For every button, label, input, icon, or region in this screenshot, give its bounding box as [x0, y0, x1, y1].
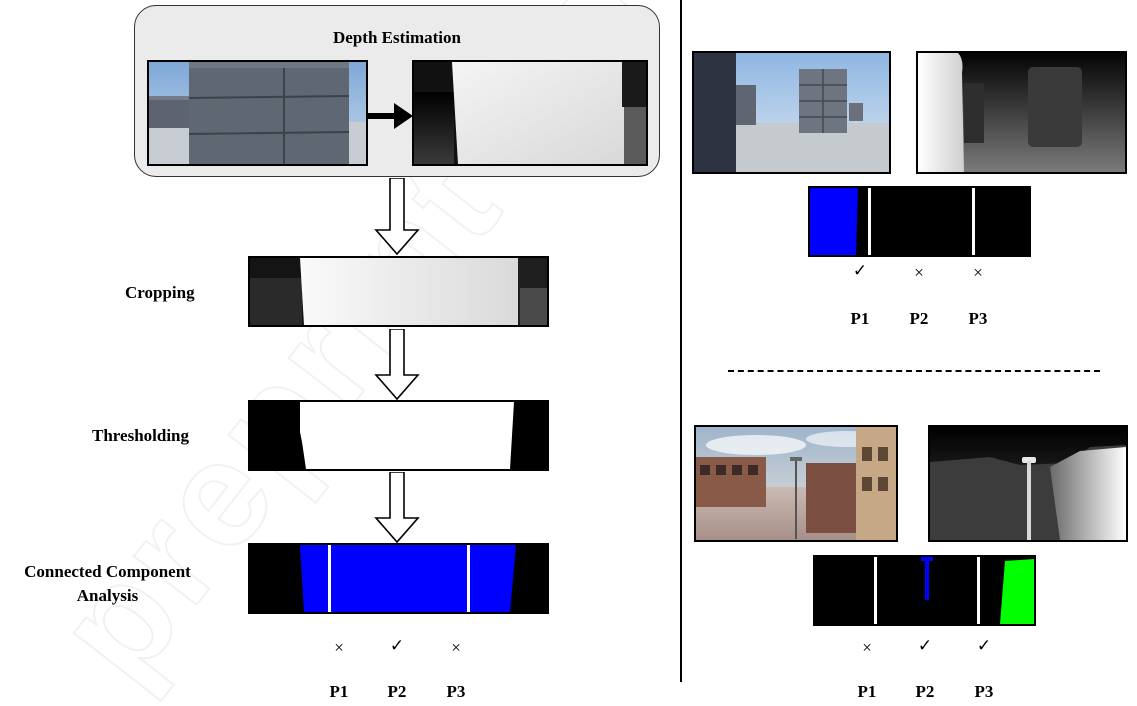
left-mark-p3: ×: [451, 638, 461, 657]
right-top-cca-image: [808, 186, 1031, 257]
right-bottom-label-p3: P3: [974, 682, 994, 701]
right-top-mark-p3: ×: [973, 263, 983, 282]
depth-estimation-title: Depth Estimation: [333, 28, 461, 47]
right-bottom-label-p2: P2: [915, 682, 935, 701]
vertical-divider: [680, 0, 682, 682]
left-mark-p2: ✓: [389, 636, 405, 655]
left-label-p3: P3: [446, 682, 466, 701]
cropping-label: Cropping: [125, 283, 195, 302]
left-mark-p1: ×: [334, 638, 344, 657]
right-top-mark-p1: ✓: [852, 261, 868, 280]
right-bottom-rgb-image: [694, 425, 898, 542]
down-arrow-1: [374, 178, 420, 256]
right-top-depth-image: [916, 51, 1127, 174]
thresholded-image: [248, 400, 549, 471]
down-arrow-2: [374, 329, 420, 401]
right-top-mark-p2: ×: [914, 263, 924, 282]
right-top-label-p1: P1: [850, 309, 870, 328]
dashed-separator: [728, 370, 1100, 372]
cca-label: Connected Component Analysis: [0, 560, 215, 608]
right-bottom-cca-image: [813, 555, 1036, 626]
depth-map-image: [412, 60, 648, 166]
thresholding-label: Thresholding: [92, 426, 190, 445]
left-label-p2: P2: [387, 682, 407, 701]
left-label-p1: P1: [329, 682, 349, 701]
depth-arrow: [368, 103, 413, 129]
rgb-input-image: [147, 60, 368, 166]
right-bottom-mark-p3: ✓: [976, 636, 992, 655]
right-bottom-label-p1: P1: [857, 682, 877, 701]
cca-label-line1: Connected Component: [24, 562, 191, 581]
right-top-label-p2: P2: [909, 309, 929, 328]
right-bottom-depth-image: [928, 425, 1128, 542]
cropped-image: [248, 256, 549, 327]
right-bottom-mark-p1: ×: [862, 638, 872, 657]
right-bottom-mark-p2: ✓: [917, 636, 933, 655]
right-top-label-p3: P3: [968, 309, 988, 328]
down-arrow-3: [374, 472, 420, 544]
right-top-rgb-image: [692, 51, 891, 174]
cca-label-line2: Analysis: [76, 586, 139, 605]
cca-image: [248, 543, 549, 614]
